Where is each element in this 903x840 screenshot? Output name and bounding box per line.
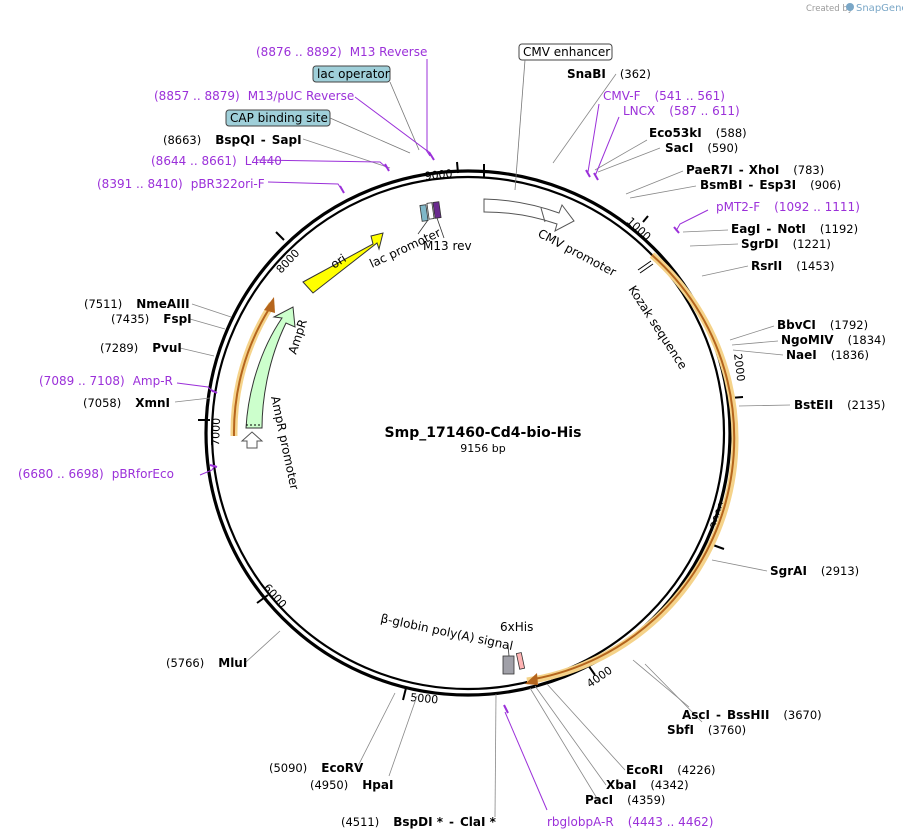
enzyme-sgrai: SgrAI(2913): [770, 564, 859, 578]
cap-binding-site-box: CAP binding site: [225, 109, 411, 154]
enzyme-bsmbi-esp3i: BsmBI-Esp3I(906): [700, 178, 841, 192]
m13-rev-label: M13 rev: [423, 239, 472, 253]
primer-pbrforeco: (6680 .. 6698)pBRforEco: [18, 467, 174, 481]
tick-9000: [456, 161, 459, 174]
primer-l4440: (8644 .. 8661)L4440: [151, 154, 282, 168]
created-by-label: Created by: [806, 4, 853, 14]
his-tag-label: 6xHis: [500, 620, 533, 634]
enzyme-xbai: XbaI(4342): [606, 778, 689, 792]
svg-text:CAP binding site: CAP binding site: [230, 111, 328, 125]
enzyme-rsrii: RsrII(1453): [751, 259, 834, 273]
enzyme-pvui: (7289)PvuI: [100, 341, 182, 355]
enzyme-sgrdi: SgrDI(1221): [741, 237, 831, 251]
tick-label-5000: 5000: [410, 691, 439, 706]
snapgene-logo-icon: [846, 3, 854, 11]
enzyme-bbvci: BbvCI(1792): [777, 318, 868, 332]
enzyme-hpai: (4950)HpaI: [310, 778, 393, 792]
ampr-promoter-feature: [240, 431, 264, 449]
plasmid-title: Smp_171460-Cd4-bio-His: [385, 425, 582, 441]
ori-feature: [302, 232, 384, 294]
enzyme-paci: PacI(4359): [585, 793, 665, 807]
tick-1000: [642, 215, 649, 223]
primer-pbr322ori-f: (8391 .. 8410)pBR322ori-F: [97, 177, 265, 191]
primer-cmv-f: CMV-F(541 .. 561): [603, 89, 725, 103]
orf-arrowhead: [525, 673, 538, 685]
enzyme-snabi: SnaBI(362): [567, 67, 651, 81]
primer-pmt2-f: pMT2-F(1092 .. 1111): [716, 200, 860, 214]
enzyme-ecori: EcoRI(4226): [626, 763, 716, 777]
tick-5000: [402, 687, 407, 701]
backbone: [204, 169, 732, 697]
polya-label: β-globin poly(A) signal: [379, 611, 514, 653]
svg-text:lac operator: lac operator: [317, 67, 390, 81]
primer-leaders: [176, 59, 709, 811]
lac-features: [417, 201, 445, 239]
primer-m13-puc-reverse: (8857 .. 8879)M13/pUC Reverse: [154, 89, 354, 103]
tick-label-7000: 7000: [209, 418, 223, 446]
enzyme-bsteii: BstEII(2135): [794, 398, 885, 412]
kozak-label: Kozak sequence: [625, 283, 689, 372]
tick-3000: [712, 544, 725, 550]
ampr-orf-arrowhead: [264, 297, 275, 313]
primer-labels: (8876 .. 8892)M13 Reverse (8857 .. 8879)…: [18, 45, 860, 829]
cmv-enhancer-box: CMV enhancer: [514, 43, 613, 191]
ampr-feature: [245, 306, 296, 429]
enzyme-ngomiv: NgoMIV(1834): [781, 333, 886, 347]
tick-6000: [256, 594, 269, 604]
tick-label-9000: 9000: [424, 167, 453, 183]
lac-operator-box: lac operator: [312, 65, 420, 151]
enzyme-nmeaiii: (7511)NmeAIII: [84, 297, 190, 311]
enzyme-leaders: [174, 73, 791, 818]
snapgene-brand-label: SnapGene: [856, 3, 903, 14]
tick-8000: [275, 231, 285, 241]
cmv-promoter-label: CMV promoter: [536, 226, 619, 279]
enzyme-eco53ki: Eco53kI(588): [649, 126, 747, 140]
enzyme-asci-bsshii: AscI-BssHII(3670): [682, 708, 822, 722]
enzyme-fspi: (7435)FspI: [111, 312, 192, 326]
enzyme-ecorv: (5090)EcoRV: [269, 761, 364, 775]
primer-lncx: LNCX(587 .. 611): [623, 104, 740, 118]
tick-marks: [198, 161, 744, 701]
enzyme-sbfi: SbfI(3760): [667, 723, 746, 737]
primer-rbglobpa-r: rbglobpA-R(4443 .. 4462): [547, 815, 713, 829]
primer-m13-reverse: (8876 .. 8892)M13 Reverse: [256, 45, 427, 59]
svg-text:CMV enhancer: CMV enhancer: [523, 45, 610, 59]
enzyme-bspdi-clai: (4511)BspDI *-ClaI *: [341, 815, 497, 829]
enzyme-bspqi-sapi: (8663)BspQI-SapI: [163, 133, 302, 147]
his-tag-feature: [515, 652, 526, 670]
tick-label-2000: 2000: [731, 353, 747, 382]
polya-feature: [502, 644, 515, 675]
enzyme-paer7i-xhoi: PaeR7I-XhoI(783): [686, 163, 824, 177]
cmv-promoter-feature: [483, 198, 575, 232]
enzyme-eagi-noti: EagI-NotI(1192): [731, 222, 858, 236]
primer-site-marks: [209, 151, 680, 714]
enzyme-saci: SacI(590): [665, 141, 738, 155]
ampr-promoter-label: AmpR promoter: [268, 395, 302, 491]
enzyme-mlui: (5766)MluI: [166, 656, 247, 670]
orf-arrow: [533, 254, 736, 680]
plasmid-size: 9156 bp: [460, 442, 505, 455]
enzyme-xmni: (7058)XmnI: [83, 396, 170, 410]
enzyme-labels: SnaBI(362) Eco53kI(588) SacI(590) PaeR7I…: [83, 67, 886, 829]
enzyme-naei: NaeI(1836): [786, 348, 869, 362]
tick-label-1000: 1000: [624, 215, 653, 244]
ampr-orf-arrow: [232, 308, 270, 437]
kozak-marker: [637, 260, 654, 274]
primer-amp-r: (7089 .. 7108)Amp-R: [39, 374, 173, 388]
